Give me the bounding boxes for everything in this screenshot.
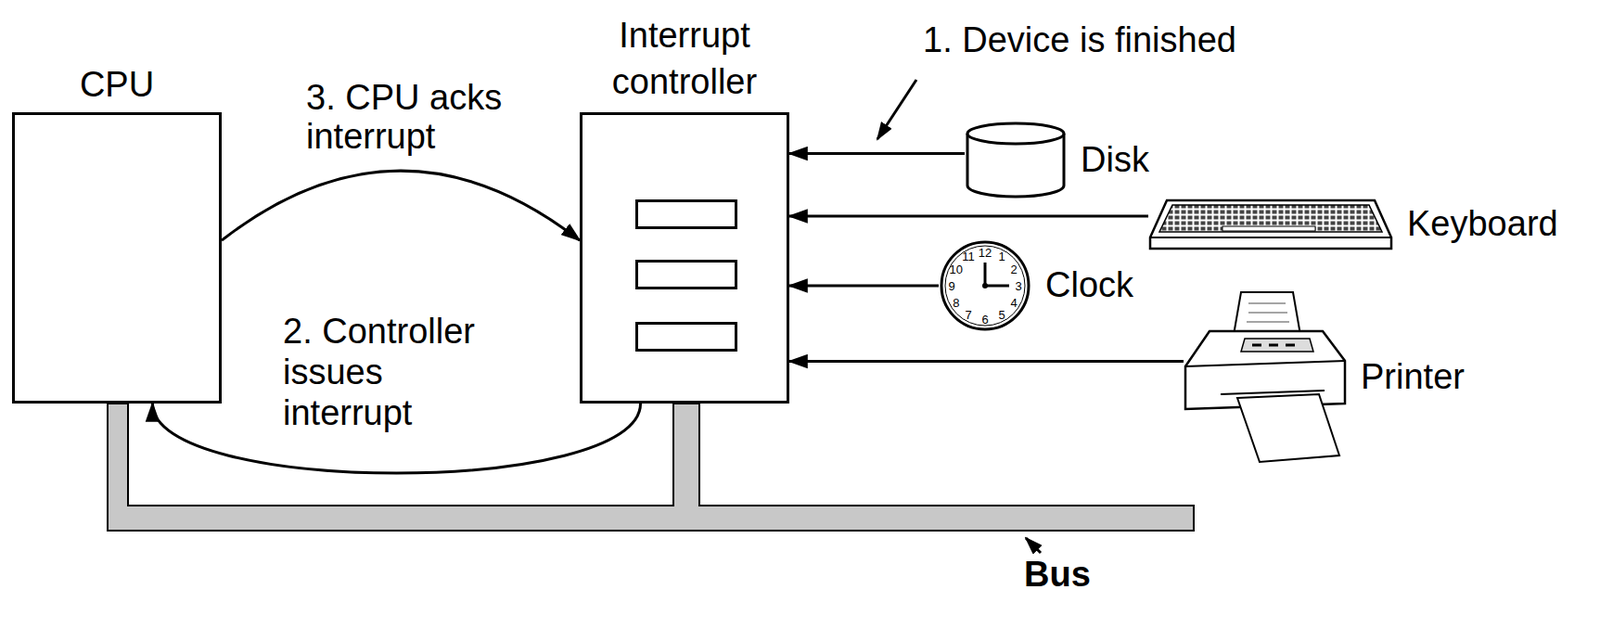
clock-face [945,245,1025,326]
register-slot [635,259,738,290]
arrow-connector [789,215,1149,218]
device-label: Keyboard [1407,204,1559,245]
printer-buttons [1252,344,1295,347]
device-label: Disk [1080,140,1150,181]
printer-panel [1241,338,1314,352]
printer-icon [1183,290,1347,464]
dial-numeral: 1 [998,250,1005,263]
printer-device: Printer [1183,290,1465,464]
arrow-connector [789,152,965,155]
keyboard-device: Keyboard [1148,198,1559,251]
printer-paper-lines [1246,303,1290,322]
box-outline [12,112,222,404]
device-label: Printer [1360,357,1465,398]
box-heading-area: CPU [12,51,222,113]
keyboard-keys [1159,204,1383,232]
clock-pivot [982,282,988,289]
register-slot [635,199,738,230]
clock-rim [941,242,1029,330]
cpu-box: CPU [12,51,222,404]
printer-paper [1233,292,1301,335]
system-bus [107,403,1194,531]
dial-numeral: 12 [978,246,992,259]
box-heading: CPU [12,64,222,105]
dial-numeral: 7 [964,308,972,321]
disk-top [967,123,1064,144]
keyboard-case [1150,200,1392,249]
dial-numeral: 6 [981,313,988,326]
dial-numeral: 8 [952,296,960,309]
space-bar [1222,226,1316,231]
printer-slot [1220,390,1325,395]
keyboard-edge [1150,236,1392,239]
clock-hand [984,262,987,286]
dial-numeral: 10 [949,263,963,276]
register-slot [635,321,738,352]
dial-numeral: 4 [1011,296,1018,309]
dial-numeral: 3 [1014,280,1022,293]
dial-numeral: 2 [1011,263,1018,276]
dial-numeral: 9 [947,280,955,293]
dial-numeral: 11 [961,250,975,263]
dial-numeral: 5 [998,308,1005,321]
box-heading-area: Interrupt controller [579,0,790,113]
arrow-connector [789,359,1184,363]
leader-line [877,79,917,140]
edge-label: 2. Controller issues interrupt [282,310,506,434]
leader-line [1025,537,1041,553]
disk-icon [964,120,1067,200]
box-outline [579,112,790,404]
keyboard-icon [1148,198,1394,251]
clock-hand [985,284,1010,288]
disk-device: Disk [964,120,1150,200]
controller-box: Interrupt controller [579,0,790,404]
callout-label: 1. Device is finished [922,20,1237,62]
arrow-connector [789,284,939,288]
box-heading: Interrupt controller [579,12,790,105]
device-label: Clock [1045,265,1134,307]
printer-edge [1185,360,1345,367]
printer-output [1237,394,1340,462]
arrow-connector [221,170,580,241]
edge-label: 3. CPU acks interrupt [306,77,520,156]
bus-label: Bus [1024,554,1091,596]
